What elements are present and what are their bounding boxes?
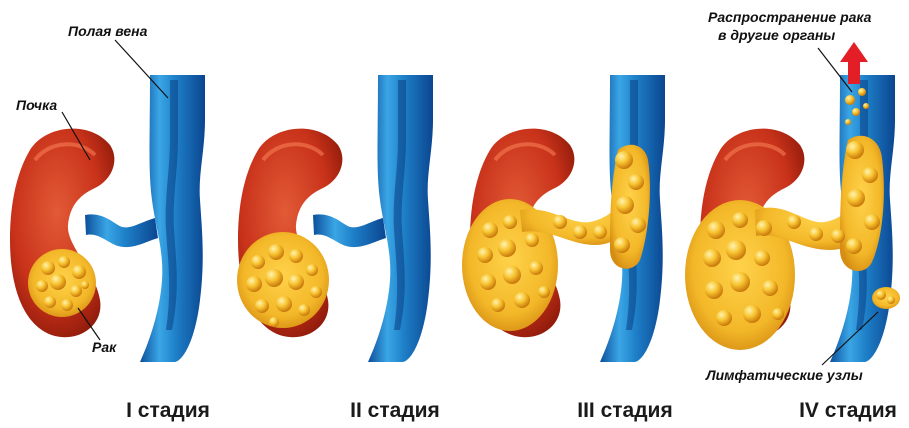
label-spread-line1: Распространение рака	[708, 9, 872, 25]
renal-vein-2	[313, 214, 386, 247]
lymph-nodes	[872, 287, 900, 309]
stage-title-1: I стадия	[126, 399, 210, 422]
stage-2-illustration	[237, 75, 433, 362]
label-cancer: Рак	[92, 339, 117, 355]
stage-title-2: II стадия	[350, 399, 440, 422]
stage-1-illustration	[10, 75, 205, 362]
stage-title-3: III стадия	[577, 399, 672, 422]
vena-cava-2	[368, 75, 433, 362]
tumor-1	[28, 249, 96, 317]
label-spread-line2: в другие органы	[718, 27, 835, 43]
label-vena-cava: Полая вена	[68, 23, 148, 39]
tumor-2	[237, 232, 329, 328]
stage-4-illustration	[685, 42, 900, 362]
stage-3-illustration	[462, 75, 665, 362]
vena-cava-1	[140, 75, 205, 362]
label-kidney: Почка	[16, 97, 57, 113]
renal-vein-1	[85, 214, 158, 247]
label-lymph-nodes: Лимфатические узлы	[705, 367, 863, 383]
leader-vena-cava	[115, 40, 168, 98]
stage-title-4: IV стадия	[799, 399, 897, 422]
